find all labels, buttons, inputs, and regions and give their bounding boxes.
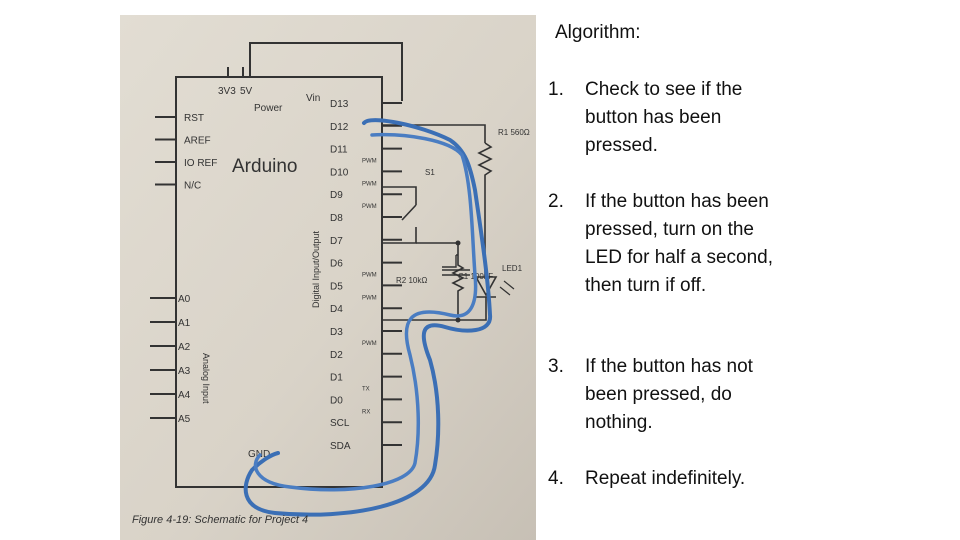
- digital-pin-label: D3: [330, 327, 343, 338]
- analog-pin-label: A0: [178, 294, 191, 305]
- pin-tag: RX: [362, 409, 370, 415]
- digital-pin-label: D5: [330, 281, 343, 292]
- digital-pin-label: D8: [330, 213, 343, 224]
- power-label: Power: [254, 103, 283, 114]
- s1-label: S1: [425, 168, 435, 177]
- top-pin-vin: Vin: [306, 93, 320, 104]
- digital-pin-label: D9: [330, 190, 343, 201]
- analog-pin-label: A4: [178, 390, 191, 401]
- capacitor-c1: [442, 254, 470, 276]
- digital-pin-label: D12: [330, 122, 349, 133]
- left-pin-label: AREF: [184, 136, 211, 147]
- step-text: If the button has not been pressed, do n…: [585, 356, 753, 433]
- analog-input-label: Analog Input: [201, 353, 211, 404]
- step-number: 4.: [548, 468, 564, 489]
- step-text: If the button has been pressed, turn on …: [585, 191, 773, 296]
- step-number: 2.: [548, 191, 564, 212]
- analog-pin-label: A1: [178, 318, 191, 329]
- r1-label: R1 560Ω: [498, 128, 530, 137]
- digital-pin-label: D1: [330, 373, 343, 384]
- left-pin-label: IO REF: [184, 158, 217, 169]
- led1-label: LED1: [502, 264, 523, 273]
- power-wire: [249, 42, 403, 101]
- step-number: 1.: [548, 79, 564, 100]
- digital-pin-label: D4: [330, 304, 343, 315]
- blue-marker-inner-loop: [253, 132, 478, 492]
- digital-pin-label: SDA: [330, 441, 351, 452]
- pin-tag: PWM: [362, 204, 377, 210]
- analog-pin-label: A2: [178, 342, 191, 353]
- algorithm-title: Algorithm:: [555, 22, 641, 43]
- pin-tag: PWM: [362, 159, 377, 165]
- step-text: Check to see if the button has been pres…: [585, 79, 743, 156]
- digital-pin-label: SCL: [330, 418, 350, 429]
- pin-tag: TX: [362, 387, 370, 393]
- digital-pin-label: D10: [330, 167, 349, 178]
- digital-pin-label: D6: [330, 259, 343, 270]
- digital-io-label: Digital Input/Output: [311, 230, 321, 308]
- digital-pin-group: D13D12D11PWMD10PWMD9PWMD8D7D6PWMD5PWMD4D…: [330, 99, 402, 452]
- ground-return-wire: [382, 297, 487, 321]
- pin-tag: PWM: [362, 295, 377, 301]
- step-text: Repeat indefinitely.: [585, 468, 746, 489]
- board-name: Arduino: [232, 156, 298, 177]
- step-number: 3.: [548, 356, 564, 377]
- figure-caption: Figure 4-19: Schematic for Project 4: [132, 514, 308, 526]
- digital-pin-label: D7: [330, 236, 343, 247]
- digital-pin-label: D11: [330, 145, 348, 156]
- blue-marker-loop: [243, 118, 493, 517]
- pin-tag: PWM: [362, 273, 377, 279]
- pin-tag: PWM: [362, 341, 377, 347]
- left-pin-label: RST: [184, 113, 204, 124]
- digital-pin-label: D13: [330, 99, 349, 110]
- digital-pin-label: D0: [330, 395, 343, 406]
- pin-tag: PWM: [362, 181, 377, 187]
- analog-pin-label: A3: [178, 366, 191, 377]
- d12-wire: [382, 124, 486, 143]
- schematic-photo: 3V3 5V Vin Power Arduino Digital Input/O…: [120, 15, 536, 540]
- top-pin-5v: 5V: [240, 86, 253, 97]
- resistor-r1: [477, 142, 493, 277]
- arduino-board-outline: [175, 76, 383, 488]
- digital-pin-label: D2: [330, 350, 343, 361]
- top-pin-3v3: 3V3: [218, 86, 236, 97]
- paper-background: [120, 15, 536, 540]
- r2-label: R2 10kΩ: [396, 276, 427, 285]
- left-pin-group: RST AREF IO REF N/C: [155, 113, 217, 192]
- analog-pin-label: A5: [178, 414, 191, 425]
- left-pin-label: N/C: [184, 181, 201, 192]
